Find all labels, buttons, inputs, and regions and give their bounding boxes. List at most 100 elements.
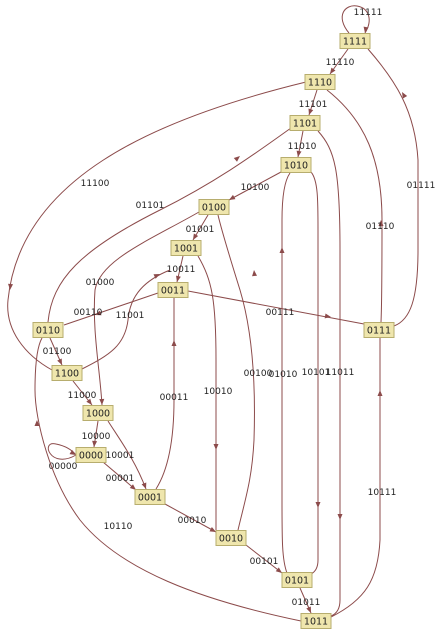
- arrowhead-icon: [233, 156, 240, 162]
- edge-label: 01011: [292, 598, 321, 608]
- node-box: [363, 322, 395, 338]
- node-label: 1110: [308, 78, 332, 89]
- arrowhead-icon: [141, 482, 147, 489]
- node-1010: 1010: [280, 157, 312, 173]
- node-label: 0101: [285, 576, 309, 587]
- edge-line: [81, 269, 171, 370]
- edge-00110: 00110: [63, 292, 159, 326]
- edge-label: 10110: [104, 522, 133, 532]
- node-box: [339, 33, 371, 49]
- edge-label: 11001: [116, 311, 145, 321]
- arrowhead-icon: [296, 150, 302, 157]
- node-box: [82, 405, 114, 421]
- arrowhead-icon: [377, 390, 383, 396]
- node-box: [289, 115, 321, 131]
- arrowhead-icon: [337, 514, 343, 520]
- node-1001: 1001: [170, 240, 202, 256]
- arrowhead-icon: [34, 420, 40, 426]
- edge-label: 10001: [106, 451, 135, 461]
- arrowhead-icon: [209, 526, 216, 532]
- node-label: 0001: [138, 493, 162, 504]
- edge-line: [7, 81, 307, 371]
- edge-line: [317, 130, 341, 617]
- edge-label: 00011: [160, 393, 189, 403]
- edge-line: [93, 211, 200, 406]
- edge-label: 00111: [266, 308, 295, 318]
- edge-label: 10100: [241, 183, 270, 193]
- edge-line: [245, 544, 283, 574]
- edge-line: [330, 338, 381, 618]
- node-box: [134, 489, 166, 505]
- edge-line: [47, 127, 292, 323]
- edge-10010: 10010: [197, 255, 233, 532]
- edge-line: [326, 89, 383, 323]
- edge-label: 00100: [244, 369, 273, 379]
- edge-10000: 10000: [82, 420, 111, 448]
- arrowhead-icon: [129, 484, 136, 490]
- node-label: 1001: [174, 244, 198, 255]
- edge-label: 11100: [81, 179, 110, 189]
- edge-00011: 00011: [155, 298, 189, 490]
- edge-11111: 11111: [341, 5, 383, 34]
- edge-00010: 00010: [164, 503, 217, 533]
- arrowhead-icon: [193, 233, 199, 240]
- node-label: 1101: [293, 119, 317, 130]
- edge-00000: 00000: [47, 443, 78, 472]
- edge-01101: 01101: [47, 127, 292, 323]
- node-box: [170, 240, 202, 256]
- node-0110: 0110: [32, 322, 64, 338]
- arrowhead-icon: [315, 502, 321, 508]
- edge-label: 01000: [86, 278, 115, 288]
- edge-label: 01010: [269, 370, 298, 380]
- edge-01000: 01000: [86, 211, 200, 406]
- arrowhead-icon: [402, 92, 408, 99]
- edge-11101: 11101: [299, 89, 327, 116]
- node-label: 0111: [367, 326, 391, 337]
- edge-01111: 01111: [367, 48, 435, 327]
- arrowhead-icon: [92, 440, 98, 447]
- node-label: 0110: [36, 326, 60, 337]
- edge-10101: 10101: [302, 171, 330, 575]
- edge-label: 11010: [288, 142, 317, 152]
- edge-label: 10000: [82, 432, 111, 442]
- edge-line: [47, 443, 77, 460]
- edge-line: [164, 503, 217, 533]
- edge-11100: 11100: [7, 81, 307, 371]
- edge-label: 01110: [366, 222, 395, 232]
- node-box: [300, 613, 332, 629]
- edge-line: [281, 172, 291, 574]
- edge-10011: 10011: [167, 255, 196, 283]
- node-1101: 1101: [289, 115, 321, 131]
- node-box: [51, 365, 83, 381]
- edge-line: [341, 5, 370, 34]
- edge-label: 11011: [326, 368, 355, 378]
- node-box: [280, 157, 312, 173]
- edge-line: [102, 461, 137, 491]
- edge-label: 11111: [354, 8, 383, 18]
- edge-10001: 10001: [106, 420, 147, 490]
- node-0011: 0011: [157, 282, 189, 298]
- edge-11011: 11011: [317, 130, 355, 617]
- node-1110: 1110: [304, 74, 336, 90]
- node-box: [198, 199, 230, 215]
- edge-label: 01101: [136, 201, 165, 211]
- arrowhead-icon: [378, 220, 384, 226]
- node-box: [304, 74, 336, 90]
- node-0001: 0001: [134, 489, 166, 505]
- arrowhead-icon: [8, 283, 14, 290]
- edge-00100: 00100: [217, 214, 273, 531]
- node-label: 1010: [284, 161, 308, 172]
- node-0010: 0010: [215, 530, 247, 546]
- edge-line: [155, 298, 175, 490]
- edge-label: 10011: [167, 265, 196, 275]
- node-1011: 1011: [300, 613, 332, 629]
- arrowhead-icon: [229, 194, 236, 200]
- edge-label: 01001: [186, 225, 215, 235]
- edge-line: [217, 214, 255, 531]
- edge-line: [310, 171, 319, 575]
- edge-01001: 01001: [186, 214, 215, 241]
- arrowhead-icon: [153, 274, 160, 279]
- edge-line: [367, 48, 419, 327]
- edge-label: 10010: [204, 387, 233, 397]
- arrowhead-icon: [330, 67, 336, 74]
